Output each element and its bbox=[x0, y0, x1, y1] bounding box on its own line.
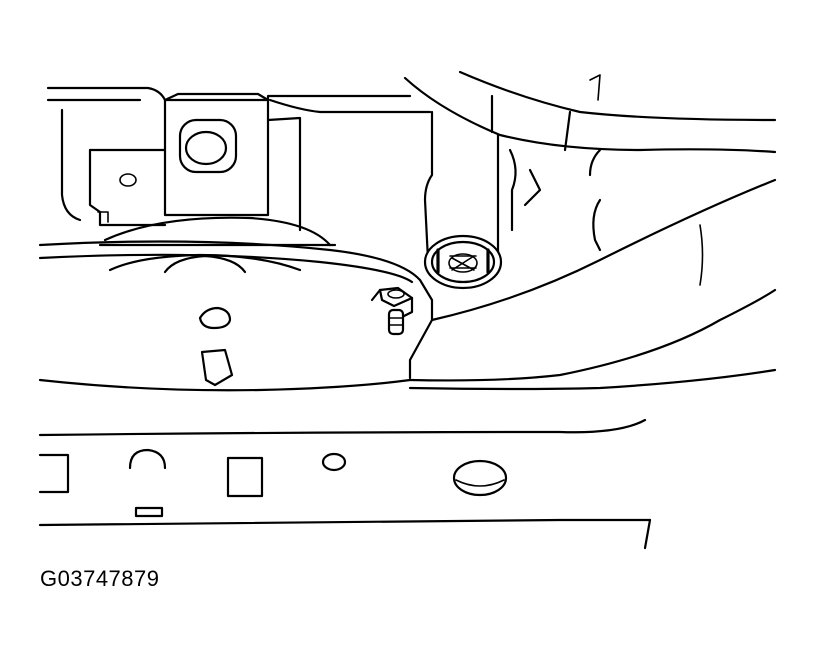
figure-id-label: G03747879 bbox=[40, 566, 160, 591]
lower-frame-rail bbox=[38, 418, 652, 550]
crossmember-hole-2 bbox=[200, 348, 234, 387]
rail-large-hole bbox=[452, 459, 508, 497]
front-crossmember bbox=[38, 178, 777, 392]
upper-hose bbox=[403, 70, 777, 177]
rail-small-hole bbox=[321, 452, 347, 472]
stud-shank bbox=[387, 308, 405, 336]
crossmember-hole-1 bbox=[198, 306, 232, 330]
bracket-bolt-hole bbox=[184, 130, 228, 166]
bushing-inner bbox=[430, 240, 496, 284]
rail-hole-arc bbox=[128, 448, 167, 470]
mounting-stud bbox=[370, 286, 414, 336]
upper-body-panel bbox=[46, 86, 432, 222]
bracket-small-hole bbox=[119, 173, 137, 187]
mount-bracket bbox=[88, 92, 302, 232]
shaft-with-bushing bbox=[423, 110, 542, 290]
rail-slot bbox=[134, 506, 164, 518]
rail-square-hole bbox=[226, 456, 264, 498]
bushing-outer bbox=[423, 234, 503, 290]
